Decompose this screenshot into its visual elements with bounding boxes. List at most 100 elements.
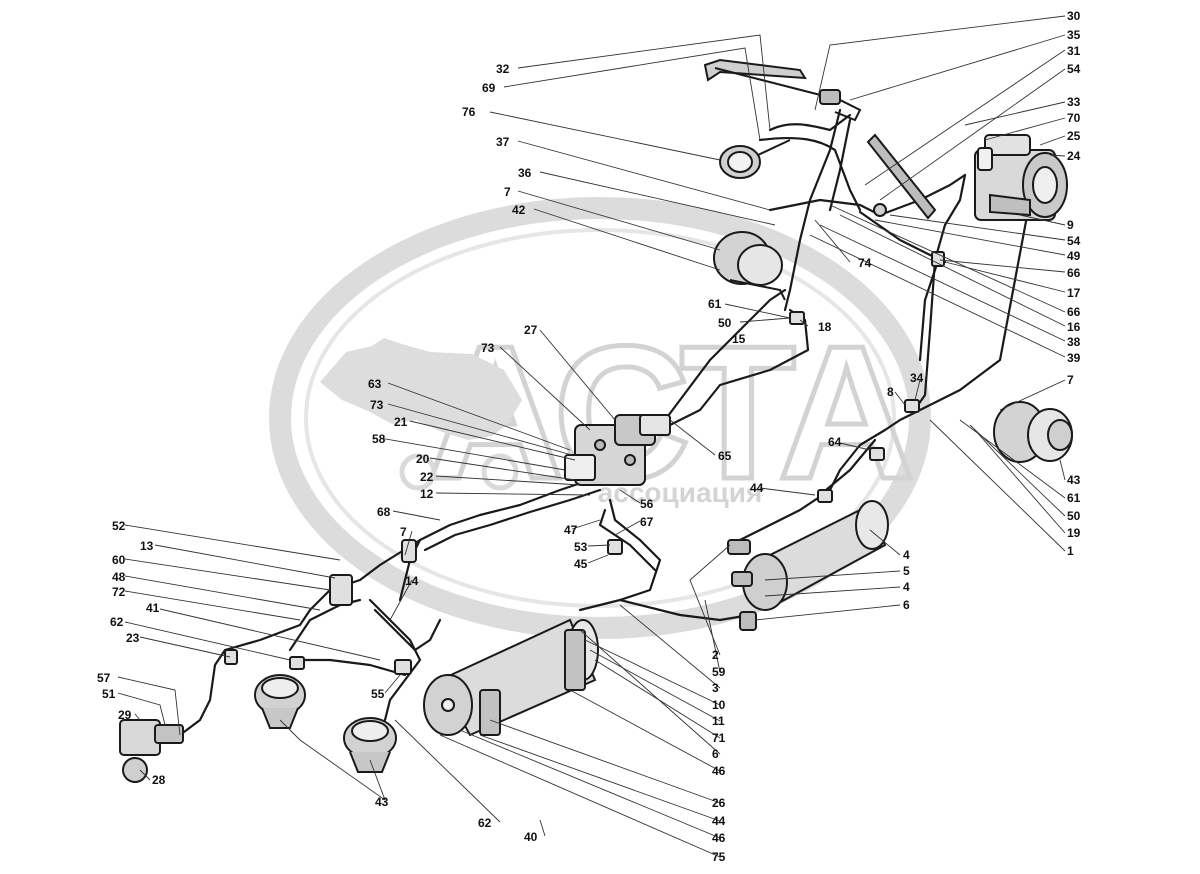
callout-label: 61	[708, 297, 722, 311]
callout-label: 36	[518, 166, 532, 180]
air-compressor	[974, 134, 1068, 221]
callout-label: 24	[1067, 149, 1081, 163]
callout-label: 54	[1067, 62, 1081, 76]
callout-label: 61	[1067, 491, 1081, 505]
callout-label: 50	[718, 316, 732, 330]
watermark-wheel-icon	[399, 453, 437, 491]
callout-label: 8	[887, 385, 894, 399]
pipe	[783, 108, 842, 312]
callout-label: 4	[903, 548, 910, 562]
pipe	[178, 578, 362, 737]
callout-label: 49	[1067, 249, 1081, 263]
pipe	[883, 198, 1032, 432]
callout-label: 59	[712, 665, 726, 679]
callout-label: 17	[1067, 286, 1081, 300]
callout-label: 43	[375, 795, 389, 809]
brake-chamber-rear-1	[254, 674, 306, 729]
callout-label: 39	[1067, 351, 1081, 365]
callout-label: 6	[903, 598, 910, 612]
air-receiver-right	[727, 500, 889, 631]
wiper-arm	[703, 58, 862, 122]
callout-label: 7	[1067, 373, 1074, 387]
callout-label: 32	[496, 62, 510, 76]
callout-label: 35	[1067, 28, 1081, 42]
callout-label: 43	[1067, 473, 1081, 487]
callout-label: 20	[416, 452, 430, 466]
pipe	[828, 118, 852, 212]
brake-chamber-rear-2	[343, 717, 397, 773]
pipe	[423, 488, 602, 552]
brake-valve	[564, 414, 671, 486]
callout-label: 44	[750, 481, 764, 495]
callout-label: 44	[712, 814, 726, 828]
callout-label: 42	[512, 203, 526, 217]
callout-label: 25	[1067, 129, 1081, 143]
callout-label: 73	[481, 341, 495, 355]
callout-label: 76	[462, 105, 476, 119]
callout-label: 75	[712, 850, 726, 864]
callout-label: 34	[910, 371, 924, 385]
watermark-boar-icon	[320, 338, 522, 440]
wiper-blade	[866, 133, 937, 220]
callout-label: 67	[640, 515, 654, 529]
callout-label: 68	[377, 505, 391, 519]
callout-label: 15	[732, 332, 746, 346]
callout-label: 7	[504, 185, 511, 199]
pipe	[663, 288, 787, 422]
connector	[401, 539, 417, 563]
callout-label: 26	[712, 796, 726, 810]
leader-lines	[117, 15, 1066, 858]
callout-label: 62	[478, 816, 492, 830]
callout-label: 13	[140, 539, 154, 553]
pipe	[768, 198, 882, 217]
callout-labels: 30 35 31 54 33 70 25 24 9 54 49 66 17 66…	[97, 9, 1081, 864]
pipe	[758, 136, 862, 212]
callout-label: 63	[368, 377, 382, 391]
callout-label: 37	[496, 135, 510, 149]
callout-label: 70	[1067, 111, 1081, 125]
callout-label: 9	[1067, 218, 1074, 232]
connector	[394, 659, 412, 675]
callout-label: 10	[712, 698, 726, 712]
callout-label: 18	[818, 320, 832, 334]
callout-label: 30	[1067, 9, 1081, 23]
pipelines	[178, 108, 1032, 737]
callout-label: 58	[372, 432, 386, 446]
callout-label: 41	[146, 601, 160, 615]
callout-label: 54	[1067, 234, 1081, 248]
brake-chamber-front-left	[713, 231, 786, 301]
components	[119, 58, 1073, 783]
callout-label: 53	[574, 540, 588, 554]
air-receiver-left	[423, 618, 599, 737]
callout-label: 31	[1067, 44, 1081, 58]
callout-label: 45	[574, 557, 588, 571]
trailer-valve	[119, 719, 184, 783]
callout-label: 57	[97, 671, 111, 685]
callout-label: 23	[126, 631, 140, 645]
connector	[607, 539, 623, 555]
pipe	[768, 113, 852, 132]
callout-label: 46	[712, 764, 726, 778]
callout-label: 66	[1067, 266, 1081, 280]
callout-label: 12	[420, 487, 434, 501]
callout-label: 51	[102, 687, 116, 701]
pressure-gauge	[719, 139, 791, 179]
callout-label: 2	[712, 648, 719, 662]
callout-label: 16	[1067, 320, 1081, 334]
callout-label: 5	[903, 564, 910, 578]
callout-label: 14	[405, 574, 419, 588]
callout-label: 56	[640, 497, 654, 511]
callout-label: 22	[420, 470, 434, 484]
callout-label: 50	[1067, 509, 1081, 523]
callout-label: 21	[394, 415, 408, 429]
callout-label: 29	[118, 708, 132, 722]
pipe	[373, 608, 442, 652]
callout-label: 40	[524, 830, 538, 844]
brake-chamber-front-right	[993, 401, 1073, 463]
pipe	[878, 173, 967, 217]
watermark-wheel-icon	[481, 453, 519, 491]
pipe	[918, 253, 942, 362]
pipe	[618, 598, 752, 622]
